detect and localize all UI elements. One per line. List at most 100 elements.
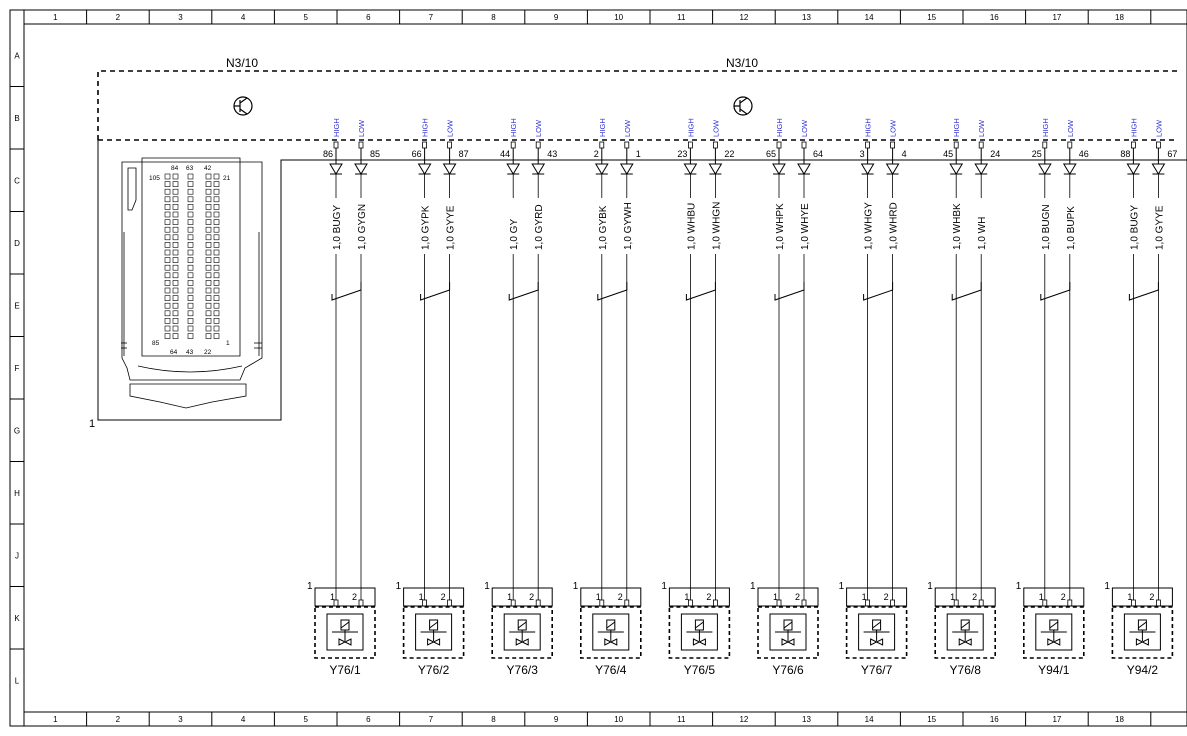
connector-pin (172, 310, 179, 317)
connector-pin (172, 257, 179, 263)
connector-pin (187, 242, 194, 248)
wire-label: 1,0 WHPK (775, 203, 786, 250)
solenoid-valve-icon (1035, 613, 1073, 651)
pin-number: 1 (684, 592, 689, 602)
wire-label: 1,0 GYGN (357, 204, 368, 250)
wire-label: 1,0 WHRD (889, 202, 900, 250)
connector-pin (187, 310, 194, 317)
signal-tag: LOW (1154, 119, 1163, 137)
pin-number: 21 (223, 175, 231, 182)
pin-number: 2 (1061, 592, 1066, 602)
column-number: 1 (53, 715, 58, 724)
component-housing (579, 606, 642, 659)
connector-pin (205, 333, 212, 339)
connector-arrow (860, 163, 875, 175)
row-letter: G (14, 426, 20, 435)
connector-pin (164, 234, 171, 241)
signal-tag: LOW (800, 119, 809, 137)
column-number: 2 (116, 715, 121, 724)
solenoid-valve-icon (503, 613, 541, 651)
column-number: 4 (241, 13, 246, 22)
connector-pin (187, 333, 194, 339)
connector-pin (164, 204, 171, 210)
pin-tab (688, 141, 693, 149)
wire-label: 1,0 BUGY (1129, 205, 1140, 250)
pin-number: 2 (795, 592, 800, 602)
connector-arrow (594, 163, 609, 175)
connector-pin (205, 295, 212, 301)
connector-pin (164, 219, 171, 225)
connector-pin (205, 204, 212, 210)
connector-pin (164, 295, 171, 301)
column-number: 14 (865, 13, 874, 22)
connector-pin (213, 211, 220, 218)
pin-number: 84 (171, 165, 179, 172)
connector-pin (187, 264, 194, 271)
solenoid-valve-icon (592, 613, 630, 651)
component-connector (491, 587, 553, 607)
connector-pin (205, 264, 212, 271)
connector-pin (213, 226, 220, 233)
component-connector (1111, 587, 1173, 607)
pin-number: 22 (204, 349, 212, 356)
pin-tab (624, 141, 630, 149)
item-number: 1 (1016, 581, 1022, 592)
signal-tag: HIGH (421, 118, 430, 137)
pin-tab (1156, 141, 1161, 149)
column-number: 3 (178, 715, 183, 724)
solenoid-valve-icon (326, 613, 364, 651)
connector-pin (187, 234, 194, 241)
component-label: Y76/3 (507, 663, 539, 677)
row-letter: F (15, 364, 20, 373)
twisted-pair-mark (508, 282, 539, 301)
component-connector (846, 587, 908, 607)
connector-pin (172, 219, 179, 225)
connector-pin (172, 173, 179, 180)
pin-number: 2 (529, 592, 534, 602)
wire-label: 1,0 GYRD (534, 204, 545, 250)
pin-tab (865, 141, 870, 149)
component-connector (314, 587, 376, 607)
pin-tab (599, 141, 605, 149)
column-number: 16 (990, 13, 999, 22)
pin-number: 86 (323, 149, 333, 159)
pin-number: 2 (1149, 592, 1154, 602)
component-label: Y76/4 (595, 663, 627, 677)
row-letter: D (14, 239, 20, 248)
connector-arrow (772, 163, 786, 175)
signal-tag: LOW (1066, 119, 1075, 137)
row-letter: K (14, 614, 20, 623)
pin-number: 1 (773, 592, 778, 602)
connector-pin (213, 234, 220, 241)
connector-pin (213, 295, 220, 301)
pin-tab (890, 141, 895, 149)
connector-pin (164, 173, 171, 180)
connector-pin (187, 325, 194, 332)
column-number: 9 (554, 715, 559, 724)
wire-label: 1,0 GYWH (623, 202, 634, 250)
pin-tab (1156, 599, 1161, 607)
pin-tab (713, 141, 718, 149)
connector-pin (213, 249, 220, 256)
wire-label: 1,0 BUPK (1066, 206, 1077, 250)
column-number: 16 (990, 715, 999, 724)
pin-tab (1067, 599, 1073, 607)
control-unit-label: N3/10 (726, 56, 758, 70)
component-label: Y76/5 (684, 663, 716, 677)
pin-number: 1 (1039, 592, 1044, 602)
pin-tab (422, 141, 428, 149)
component-housing (402, 606, 465, 659)
pin-number: 1 (507, 592, 512, 602)
connector-pin (213, 333, 220, 339)
pin-tab (801, 599, 807, 607)
pin-tab (978, 141, 984, 149)
signal-tag: HIGH (509, 118, 518, 137)
pin-number: 65 (766, 149, 776, 159)
connector-pin (172, 333, 179, 339)
connector-pin (172, 242, 179, 248)
pin-tab (1042, 599, 1048, 607)
connector-pin (187, 188, 194, 195)
connector-pin (213, 272, 220, 279)
